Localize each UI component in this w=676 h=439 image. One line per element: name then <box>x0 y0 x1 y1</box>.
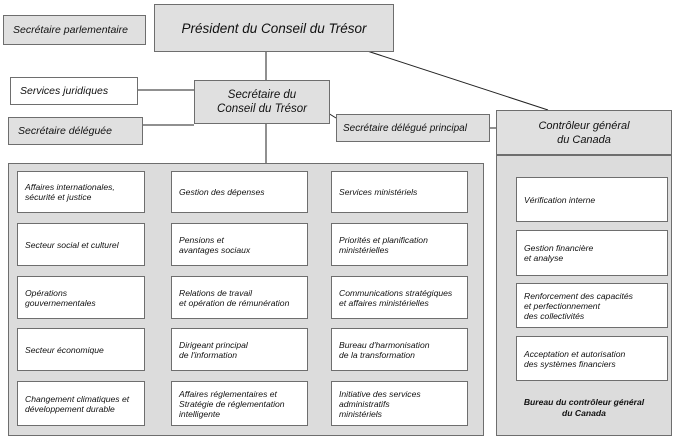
secretary-box: Secrétaire du Conseil du Trésor <box>194 80 330 124</box>
comptroller-unit-1: Vérification interne <box>516 177 668 222</box>
associate-secretary-label: Secrétaire déléguée <box>18 125 112 137</box>
president-box: Président du Conseil du Trésor <box>154 4 394 52</box>
sector-col3-4: Bureau d'harmonisation de la transformat… <box>331 328 468 371</box>
comptroller-unit-4: Acceptation et autorisation des systèmes… <box>516 336 668 381</box>
sector-col3-5: Initiative des services administratifs m… <box>331 381 468 426</box>
sector-col1-5: Changement climatiques et développement … <box>17 381 145 426</box>
parliamentary-secretary-label: Secrétaire parlementaire <box>13 24 128 36</box>
parliamentary-secretary-box: Secrétaire parlementaire <box>3 15 146 45</box>
comptroller-label: Contrôleur général du Canada <box>538 119 630 146</box>
sector-col2-2: Pensions et avantages sociaux <box>171 223 308 266</box>
connector-president-comptroller <box>354 46 549 111</box>
comptroller-panel-caption: Bureau du contrôleur général du Canada <box>523 397 645 418</box>
sector-col3-2: Priorités et planification ministérielle… <box>331 223 468 266</box>
sector-col2-5: Affaires réglementaires et Stratégie de … <box>171 381 308 426</box>
sector-col1-1: Affaires internationales, sécurité et ju… <box>17 171 145 213</box>
sector-col2-1: Gestion des dépenses <box>171 171 308 213</box>
president-label: Président du Conseil du Trésor <box>181 20 367 36</box>
sector-col3-3: Communications stratégiques et affaires … <box>331 276 468 319</box>
sector-col2-3: Relations de travail et opération de rém… <box>171 276 308 319</box>
senior-associate-box: Secrétaire délégué principal <box>336 114 490 142</box>
senior-associate-label: Secrétaire délégué principal <box>343 122 467 134</box>
comptroller-unit-3: Renforcement des capacités et perfection… <box>516 283 668 328</box>
secretary-label: Secrétaire du Conseil du Trésor <box>217 89 307 115</box>
comptroller-box: Contrôleur général du Canada <box>496 110 672 155</box>
sector-col3-1: Services ministériels <box>331 171 468 213</box>
legal-services-box: Services juridiques <box>10 77 138 105</box>
associate-secretary-box: Secrétaire déléguée <box>8 117 143 145</box>
legal-services-label: Services juridiques <box>20 85 109 97</box>
comptroller-unit-2: Gestion financière et analyse <box>516 230 668 276</box>
sector-col1-3: Opérations gouvernementales <box>17 276 145 319</box>
sector-col1-4: Secteur économique <box>17 328 145 371</box>
sector-col1-2: Secteur social et culturel <box>17 223 145 266</box>
sector-col2-4: Dirigeant principal de l'information <box>171 328 308 371</box>
